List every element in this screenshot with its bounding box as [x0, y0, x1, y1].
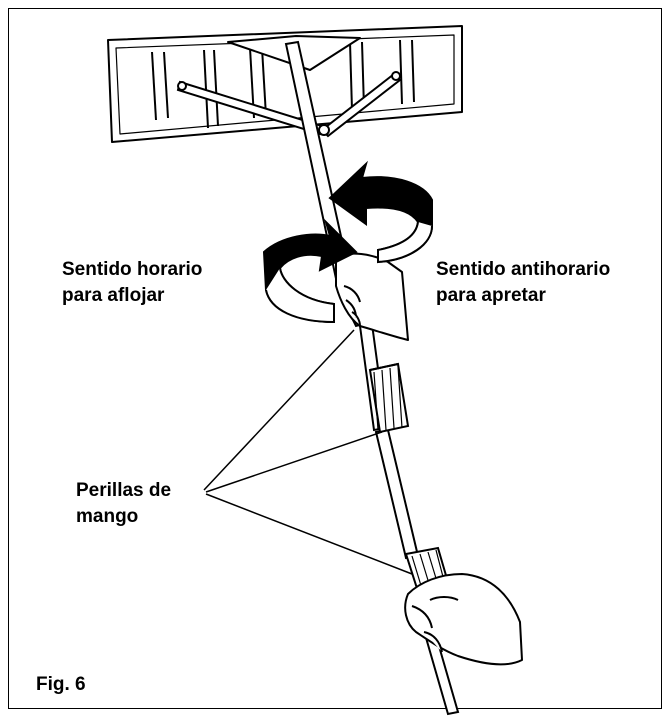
- knobs-label-line2: mango: [76, 506, 139, 527]
- clockwise-loosen-label: Sentido horario para aflojar: [62, 257, 202, 309]
- rake-braces: [176, 71, 402, 138]
- knobs-label-line1: Perillas de: [76, 480, 172, 501]
- counterclockwise-label-line2: para apretar: [436, 285, 546, 306]
- clockwise-label-line2: para aflojar: [62, 285, 165, 306]
- handle-knobs-label: Perillas de mango: [76, 478, 171, 530]
- upper-hand: [335, 252, 409, 341]
- counterclockwise-label-line1: Sentido antihorario: [436, 259, 611, 280]
- lower-hand: [404, 573, 523, 666]
- clockwise-label-line1: Sentido horario: [62, 259, 203, 280]
- knob-leader-lines: [203, 329, 413, 575]
- clockwise-arrow: [262, 218, 358, 324]
- handle-knob-upper: [368, 362, 410, 434]
- figure-label: Fig. 6: [36, 674, 86, 695]
- counterclockwise-tighten-label: Sentido antihorario para apretar: [436, 257, 610, 309]
- counterclockwise-arrow: [328, 160, 433, 264]
